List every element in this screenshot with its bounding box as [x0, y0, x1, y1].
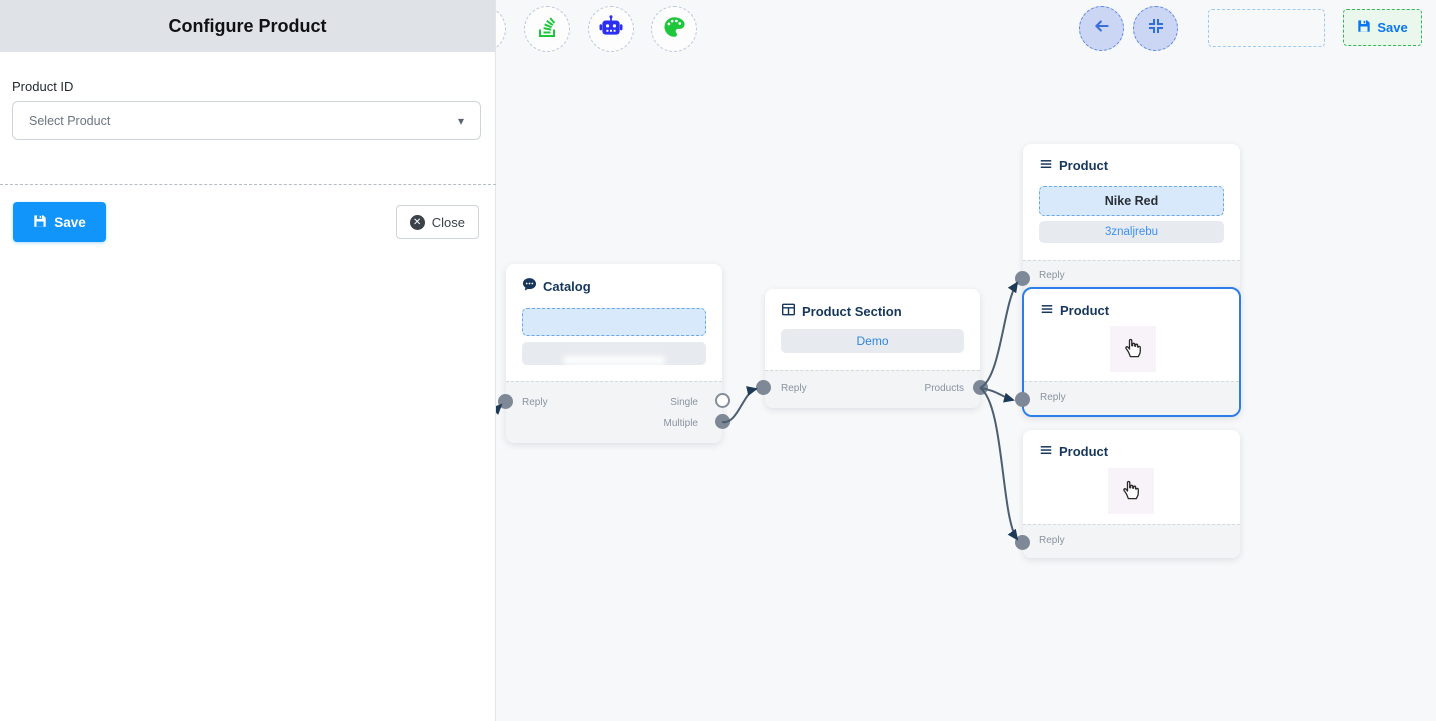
handle-product-3-reply[interactable] [1015, 535, 1030, 550]
catalog-input-slot[interactable] [522, 308, 706, 336]
chat-icon [522, 277, 537, 295]
product-1-field1-label: Nike Red [1104, 194, 1159, 208]
configure-product-panel: Configure Product Product ID Select Prod… [0, 0, 496, 721]
stack-icon [535, 15, 559, 44]
edge-products-to-product-3 [979, 387, 1019, 541]
port-label-single: Single [670, 397, 698, 408]
close-icon: ✕ [409, 214, 425, 230]
hand-cursor-box [1110, 326, 1156, 372]
node-product-2[interactable]: Product Reply [1015, 287, 1241, 417]
save-icon [1357, 19, 1371, 36]
node-product-2-footer: Reply [1024, 381, 1239, 415]
node-product-1[interactable]: Product Nike Red 3znaljrebu Reply [1015, 144, 1240, 292]
menu-icon [1040, 302, 1054, 319]
node-title: Product Section [802, 303, 902, 319]
handle-catalog-reply[interactable] [498, 394, 513, 409]
handle-product-section-reply[interactable] [756, 380, 771, 395]
save-icon [33, 214, 47, 231]
menu-icon [1039, 443, 1053, 460]
edge-products-to-product-1 [979, 281, 1019, 389]
panel-header: Configure Product [0, 0, 495, 52]
handle-product-1-reply[interactable] [1015, 271, 1030, 286]
product-select-value: Select Product [29, 113, 111, 128]
handle-product-section-products[interactable] [973, 380, 988, 395]
node-title: Product [1059, 444, 1109, 459]
node-catalog-footer: Reply Single Multiple [506, 381, 722, 443]
node-product-section-header: Product Section [765, 289, 980, 320]
handle-catalog-multiple[interactable] [715, 414, 730, 429]
save-button-label: Save [54, 214, 86, 230]
product-1-field-id[interactable]: 3znaljrebu [1039, 221, 1224, 243]
port-label-reply: Reply [1039, 535, 1065, 546]
toolbar-placeholder[interactable] [1208, 9, 1325, 47]
flow-save-button[interactable]: Save [1343, 9, 1422, 46]
menu-icon [1039, 157, 1053, 174]
handle-product-2-reply[interactable] [1015, 392, 1030, 407]
node-product-3[interactable]: Product Reply [1015, 430, 1240, 558]
toolbar-button-stack[interactable] [524, 6, 570, 52]
toolbar-button-bot[interactable] [588, 6, 634, 52]
page-title: Configure Product [168, 15, 327, 36]
node-product-section[interactable]: Product Section Demo Reply Products [756, 289, 988, 408]
product-id-label: Product ID [12, 79, 74, 94]
product-section-demo-button[interactable]: Demo [781, 329, 964, 353]
handle-catalog-single[interactable] [715, 393, 730, 408]
product-1-field2-label: 3znaljrebu [1104, 226, 1159, 238]
hand-cursor-box [1108, 468, 1154, 514]
node-title: Product [1060, 303, 1110, 318]
close-button-label: Close [431, 214, 465, 230]
node-product-3-footer: Reply [1023, 524, 1240, 558]
arrow-left-icon [1093, 17, 1111, 40]
hand-cursor-icon [1117, 475, 1145, 508]
hand-cursor-icon [1119, 333, 1147, 366]
node-product-1-header: Product [1023, 144, 1240, 174]
node-catalog[interactable]: Catalog Reply Single Multiple [498, 264, 730, 443]
port-label-reply: Reply [1040, 392, 1066, 403]
node-product-3-header: Product [1023, 430, 1240, 460]
port-label-reply: Reply [781, 383, 807, 394]
node-product-section-footer: Reply Products [765, 370, 980, 408]
catalog-value-slot[interactable] [522, 342, 706, 365]
node-product-2-header: Product [1024, 289, 1239, 319]
product-select[interactable]: Select Product ▾ [12, 101, 481, 140]
demo-label: Demo [856, 334, 889, 348]
grid-icon [781, 302, 796, 320]
blurred-text [563, 356, 665, 365]
port-label-products: Products [924, 383, 964, 394]
node-title: Product [1059, 158, 1109, 173]
close-button[interactable]: ✕ Close [395, 205, 479, 239]
port-label-reply: Reply [1039, 270, 1065, 281]
node-catalog-header: Catalog [506, 264, 722, 295]
compress-icon [1148, 18, 1164, 39]
save-button[interactable]: Save [13, 202, 106, 242]
toolbar-button-theme[interactable] [651, 6, 697, 52]
back-button[interactable] [1079, 6, 1124, 51]
fit-view-button[interactable] [1133, 6, 1178, 51]
node-title: Catalog [543, 278, 591, 294]
robot-icon [598, 14, 624, 45]
port-label-multiple: Multiple [663, 418, 698, 429]
palette-icon [661, 14, 687, 45]
port-label-reply: Reply [522, 397, 548, 408]
panel-divider [0, 184, 496, 185]
chevron-down-icon: ▾ [457, 113, 464, 128]
node-product-1-footer: Reply [1023, 260, 1240, 292]
product-1-field-selected[interactable]: Nike Red [1039, 186, 1224, 216]
flow-save-label: Save [1377, 20, 1408, 35]
